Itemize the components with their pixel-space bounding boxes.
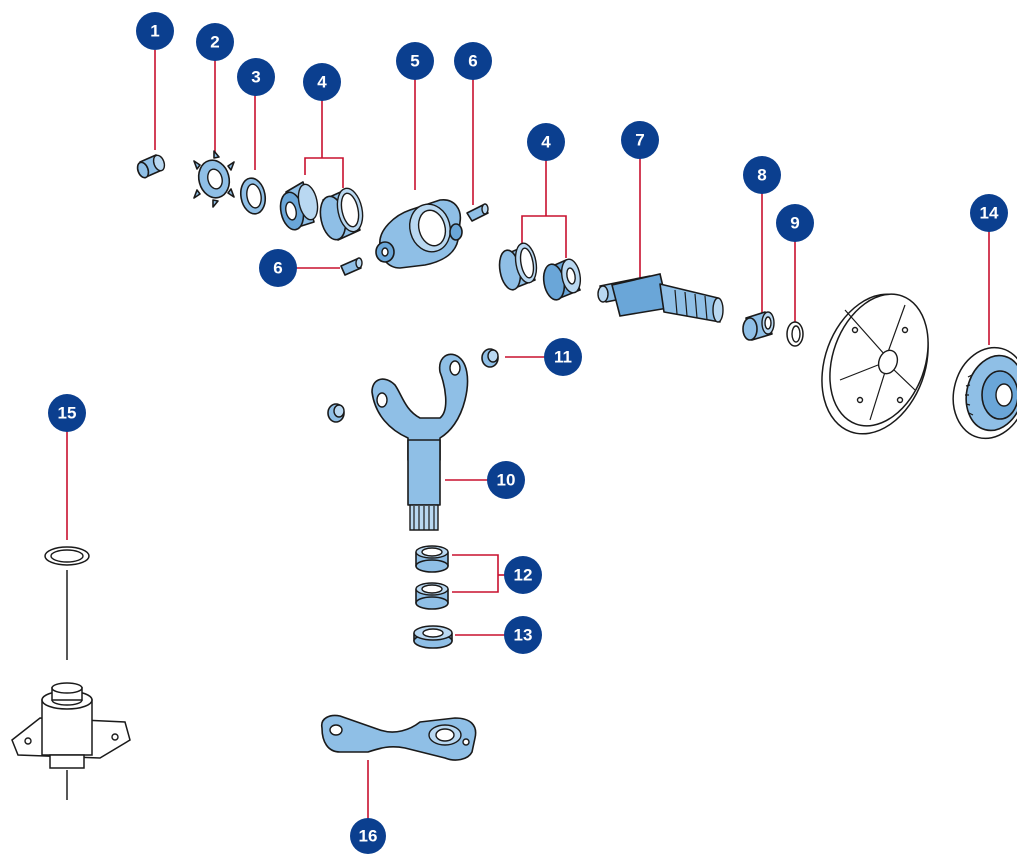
part-3-washer	[239, 177, 267, 215]
callout-11: 11	[544, 338, 582, 376]
callout-9: 9	[776, 204, 814, 242]
part-15-o-ring	[44, 546, 90, 566]
part-4-bearing-set-b	[498, 242, 582, 301]
callout-13: 13	[504, 616, 542, 654]
callout-7-label: 7	[635, 131, 644, 150]
callout-6b-label: 6	[273, 259, 282, 278]
callout-4b: 4	[527, 123, 565, 161]
callout-6a: 6	[454, 42, 492, 80]
callout-5-label: 5	[410, 52, 419, 71]
part-2-lock-nut	[193, 150, 235, 208]
callout-3-label: 3	[251, 68, 260, 87]
callout-4a-label: 4	[317, 73, 327, 92]
part-5-housing	[375, 199, 463, 269]
callout-12-label: 12	[514, 566, 533, 585]
callout-4b-label: 4	[541, 133, 551, 152]
part-11-plug-lower	[327, 403, 345, 423]
part-6-pin-lower	[340, 257, 363, 276]
flange-housing	[11, 682, 131, 769]
callout-2: 2	[196, 23, 234, 61]
callout-14: 14	[970, 194, 1008, 232]
callout-16: 16	[350, 818, 386, 854]
part-4-bearing-set-a	[279, 181, 364, 241]
leader-lines	[66, 50, 990, 822]
part-12-bearing-upper	[415, 545, 449, 573]
callout-16-label: 16	[359, 827, 378, 846]
callout-4a: 4	[303, 63, 341, 101]
callout-15: 15	[48, 394, 86, 432]
callout-6a-label: 6	[468, 52, 477, 71]
callout-14-label: 14	[980, 204, 999, 223]
part-13-seal	[413, 625, 453, 649]
part-8-bushing	[742, 311, 775, 341]
callout-10: 10	[487, 461, 525, 499]
callout-3: 3	[237, 58, 275, 96]
part-1-sleeve	[136, 154, 166, 179]
callout-11-label: 11	[554, 348, 572, 367]
callout-9-label: 9	[790, 214, 799, 233]
callout-6b: 6	[259, 249, 297, 287]
part-14-gear-assembly	[952, 346, 1017, 440]
callout-5: 5	[396, 42, 434, 80]
part-6-pin-upper	[466, 203, 489, 222]
callout-1: 1	[136, 12, 174, 50]
callout-8-label: 8	[757, 166, 766, 185]
part-9-ring	[786, 321, 804, 347]
callout-1-label: 1	[150, 22, 159, 41]
callout-13-label: 13	[514, 626, 533, 645]
callout-12: 12	[504, 556, 542, 594]
part-16-lever-arm	[320, 714, 477, 761]
part-11-plug-upper	[481, 348, 499, 368]
callout-15-label: 15	[58, 404, 77, 423]
callout-2-label: 2	[210, 33, 219, 52]
part-12-bearing-lower	[415, 582, 449, 610]
part-10-yoke	[371, 353, 469, 531]
callout-10-label: 10	[497, 471, 516, 490]
callout-8: 8	[743, 156, 781, 194]
callout-7: 7	[621, 121, 659, 159]
part-7-shaft	[597, 273, 724, 323]
flange-plate	[821, 293, 929, 435]
